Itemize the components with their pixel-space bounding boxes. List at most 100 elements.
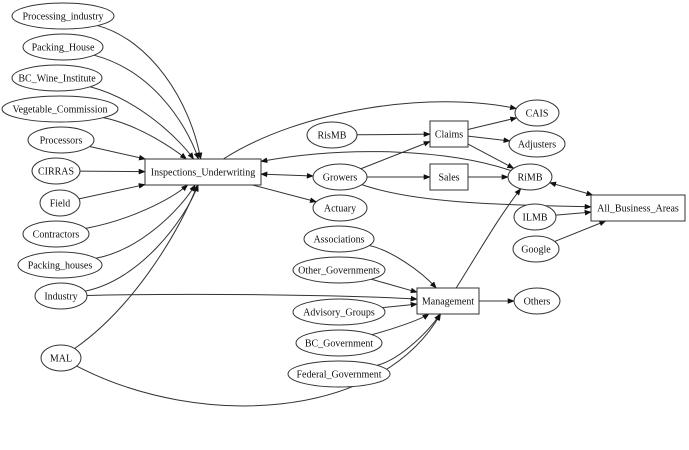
node-ellipse-shape bbox=[34, 282, 88, 310]
node-google[interactable]: Google bbox=[512, 235, 560, 263]
node-ilmb[interactable]: ILMB bbox=[513, 203, 557, 231]
edge-mal-to-management bbox=[76, 313, 442, 407]
node-label: Associations bbox=[313, 235, 364, 246]
node-claims[interactable]: Claims bbox=[429, 120, 469, 148]
node-label: CIRRAS bbox=[38, 167, 74, 178]
node-label: RiMB bbox=[517, 173, 542, 184]
edge-inspections-underwriting-to-cais bbox=[223, 101, 518, 160]
edge-google-to-all-business-areas bbox=[554, 220, 607, 242]
edges-layer bbox=[74, 25, 607, 407]
node-label: All_Business_Areas bbox=[597, 204, 679, 215]
node-others[interactable]: Others bbox=[513, 287, 561, 315]
edge-mal-to-inspections-underwriting bbox=[74, 184, 199, 349]
node-industry[interactable]: Industry bbox=[34, 282, 88, 310]
node-ellipse-shape bbox=[295, 329, 383, 357]
node-bc-government[interactable]: BC_Government bbox=[295, 329, 383, 357]
edge-industry-to-inspections-underwriting bbox=[84, 184, 199, 292]
node-ellipse-shape bbox=[39, 189, 81, 217]
node-label: Claims bbox=[435, 130, 463, 141]
node-label: Vegetable_Commission bbox=[13, 105, 108, 116]
node-ellipse-shape bbox=[508, 130, 566, 158]
node-all-business-areas[interactable]: All_Business_Areas bbox=[590, 194, 686, 222]
node-box-shape bbox=[429, 120, 469, 148]
node-other-governments[interactable]: Other_Governments bbox=[292, 256, 386, 284]
node-cirras[interactable]: CIRRAS bbox=[31, 157, 81, 185]
node-mal[interactable]: MAL bbox=[40, 344, 82, 372]
edge-inspections-underwriting-to-growers bbox=[260, 171, 314, 179]
node-associations[interactable]: Associations bbox=[303, 225, 375, 253]
node-vegetable-commission[interactable]: Vegetable_Commission bbox=[1, 95, 119, 123]
edge-claims-to-cais bbox=[467, 116, 518, 130]
node-advisory-groups[interactable]: Advisory_Groups bbox=[292, 298, 386, 326]
node-label: Other_Governments bbox=[298, 266, 380, 277]
node-label: CAIS bbox=[526, 109, 549, 120]
node-label: Processors bbox=[40, 136, 83, 147]
edge-advisory-groups-to-management bbox=[382, 301, 418, 309]
node-ellipse-shape bbox=[513, 203, 557, 231]
node-label: Adjusters bbox=[518, 140, 556, 151]
node-label: BC_Government bbox=[305, 339, 374, 350]
edge-bc-wine-institute-to-inspections-underwriting bbox=[90, 86, 195, 160]
node-packing-houses[interactable]: Packing_houses bbox=[17, 251, 103, 279]
edge-claims-to-rimb bbox=[467, 143, 515, 169]
node-label: Inspections_Underwriting bbox=[151, 168, 255, 179]
node-cais[interactable]: CAIS bbox=[514, 99, 560, 127]
edge-growers-to-all-business-areas bbox=[361, 184, 592, 210]
edge-vegetable-commission-to-inspections-underwriting bbox=[103, 117, 188, 160]
node-ellipse-shape bbox=[513, 287, 561, 315]
node-bc-wine-institute[interactable]: BC_Wine_Institute bbox=[11, 64, 103, 92]
node-ellipse-shape bbox=[11, 64, 103, 92]
node-adjusters[interactable]: Adjusters bbox=[508, 130, 566, 158]
node-ellipse-shape bbox=[292, 256, 386, 284]
node-label: Packing_houses bbox=[28, 261, 93, 272]
node-label: Processing_industry bbox=[22, 12, 103, 23]
node-ellipse-shape bbox=[303, 225, 375, 253]
node-label: Contractors bbox=[33, 230, 80, 241]
edge-federal-government-to-management bbox=[376, 313, 441, 366]
node-actuary[interactable]: Actuary bbox=[312, 194, 368, 222]
node-ellipse-shape bbox=[22, 33, 104, 61]
node-label: ILMB bbox=[523, 213, 548, 224]
node-field[interactable]: Field bbox=[39, 189, 81, 217]
edge-bc-government-to-management bbox=[371, 313, 430, 336]
node-contractors[interactable]: Contractors bbox=[22, 220, 90, 248]
node-box-shape bbox=[416, 287, 480, 315]
edge-rimb-to-all-business-areas bbox=[549, 181, 594, 196]
edge-ilmb-to-all-business-areas bbox=[555, 209, 592, 216]
node-ellipse-shape bbox=[312, 163, 368, 191]
edge-processors-to-inspections-underwriting bbox=[89, 145, 146, 161]
edge-growers-to-claims bbox=[360, 141, 431, 170]
node-ellipse-shape bbox=[312, 194, 368, 222]
node-packing-house[interactable]: Packing_House bbox=[22, 33, 104, 61]
node-ellipse-shape bbox=[1, 95, 119, 123]
node-processors[interactable]: Processors bbox=[27, 126, 95, 154]
node-inspections-underwriting[interactable]: Inspections_Underwriting bbox=[144, 158, 262, 186]
node-ellipse-shape bbox=[27, 126, 95, 154]
node-growers[interactable]: Growers bbox=[312, 163, 368, 191]
node-label: Others bbox=[524, 297, 551, 308]
node-federal-government[interactable]: Federal_Government bbox=[287, 360, 391, 388]
node-rismb[interactable]: RisMB bbox=[306, 121, 358, 149]
edge-processing-industry-to-inspections-underwriting bbox=[97, 25, 203, 160]
edge-field-to-inspections-underwriting bbox=[78, 183, 146, 200]
node-label: Federal_Government bbox=[297, 370, 382, 381]
node-label: MAL bbox=[50, 354, 72, 365]
edge-associations-to-management bbox=[369, 245, 437, 289]
node-label: Growers bbox=[323, 173, 358, 184]
nodes-layer: Processing_industryPacking_HouseBC_Wine_… bbox=[1, 2, 686, 388]
node-management[interactable]: Management bbox=[416, 287, 480, 315]
node-ellipse-shape bbox=[287, 360, 391, 388]
node-processing-industry[interactable]: Processing_industry bbox=[11, 2, 115, 30]
node-label: Industry bbox=[44, 292, 77, 303]
node-ellipse-shape bbox=[22, 220, 90, 248]
node-ellipse-shape bbox=[292, 298, 386, 326]
edge-rismb-to-claims bbox=[356, 131, 431, 138]
edge-other-governments-to-management bbox=[371, 278, 418, 294]
edge-industry-to-management bbox=[86, 293, 418, 302]
node-ellipse-shape bbox=[512, 235, 560, 263]
node-ellipse-shape bbox=[11, 2, 115, 30]
node-sales[interactable]: Sales bbox=[429, 163, 469, 191]
node-rimb[interactable]: RiMB bbox=[507, 163, 553, 191]
node-label: Management bbox=[422, 297, 474, 308]
